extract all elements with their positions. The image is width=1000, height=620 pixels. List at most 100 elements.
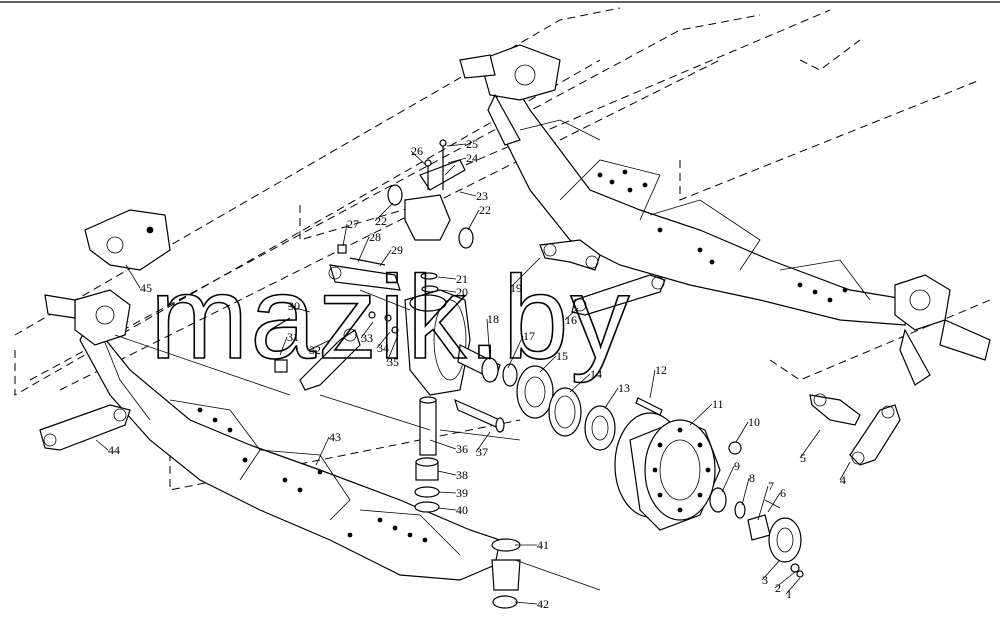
callout-label-44: 44 [108,443,120,457]
callout-label-2: 2 [775,581,781,595]
callout-leader-37 [475,431,491,453]
callout-label-31: 31 [287,330,299,344]
callout-label-21: 21 [456,272,468,286]
callout-leader-44 [95,439,109,451]
callout-label-17: 17 [523,329,535,343]
callout-label-11: 11 [712,397,724,411]
callout-leader-6 [767,492,781,513]
callout-label-8: 8 [749,471,755,485]
kingpin-36 [419,396,437,456]
callout-labels: 1234567891011121314151617181920212222232… [95,137,851,611]
tie-rod-29 [328,257,401,291]
callout-label-36: 36 [456,442,468,456]
callout-label-33: 33 [361,331,373,345]
callout-leader-29 [379,249,392,267]
callout-label-29: 29 [391,243,403,257]
callout-leader-34 [376,331,391,349]
callout-leader-26 [410,150,429,168]
callout-leader-1 [785,577,801,595]
callout-leader-22 [467,209,480,231]
callout-leader-33 [360,321,374,339]
callout-leader-40 [437,507,457,511]
callout-leader-30 [287,305,311,313]
assembly-guide-lines [114,289,601,591]
callout-leader-8 [741,477,750,506]
callout-label-30: 30 [288,299,300,313]
pad-41-42 [491,538,521,609]
callout-label-15: 15 [556,349,568,363]
arm-4 [849,404,901,466]
rear-axle-bolt-holes [597,169,848,303]
callout-leader-25 [446,143,467,147]
callout-label-10: 10 [748,415,760,429]
callout-leader-3 [761,559,781,581]
callout-label-28: 28 [369,230,381,244]
callout-leader-23 [459,191,477,197]
rear-left-knuckle [459,44,561,146]
callout-leader-16 [564,307,579,321]
callout-leader-24 [447,157,467,164]
callout-leader-39 [437,491,457,494]
callout-label-9: 9 [734,459,740,473]
watermark: mazik.by [150,252,632,384]
callout-label-42: 42 [537,597,549,611]
callout-leader-45 [125,264,141,289]
steering-knuckle-assembly [404,289,501,396]
callout-label-43: 43 [329,430,341,444]
callout-label-19: 19 [510,281,522,295]
callout-leader-19 [509,257,541,289]
shaft-37 [454,398,505,433]
bushings-38-40 [414,457,440,513]
callout-label-34: 34 [377,341,389,355]
callout-leader-4 [839,461,851,481]
callout-leader-11 [689,403,713,426]
callout-label-18: 18 [487,312,499,326]
callout-leader-36 [429,439,457,450]
callout-leader-15 [539,355,557,373]
arm-5 [809,393,861,426]
callout-leader-2 [774,571,796,589]
callout-label-16: 16 [565,313,577,327]
rear-axle-beam [494,58,911,326]
callout-leader-31 [279,336,288,356]
arm-32 [299,328,361,391]
callout-label-27: 27 [347,217,359,231]
small-parts-27-35 [269,244,439,373]
arm-16 [571,274,666,316]
bearing-stack [481,357,616,451]
wheel-hub-11 [614,412,721,531]
callout-leader-27 [342,223,348,247]
callout-label-13: 13 [618,381,630,395]
callout-label-32: 32 [309,343,321,357]
front-left-knuckle [44,289,131,346]
callout-leader-28 [357,236,370,263]
callout-leader-42 [514,601,538,605]
arm-44 [39,404,131,451]
callout-label-6: 6 [780,486,786,500]
callout-label-22: 22 [375,214,387,228]
callout-label-14: 14 [590,367,602,381]
callout-leader-38 [437,470,457,476]
callout-leader-43 [315,436,330,466]
callout-label-22: 22 [479,203,491,217]
callout-label-4: 4 [840,473,846,487]
callout-label-26: 26 [411,144,423,158]
callout-leader-12 [649,369,656,399]
callout-leader-18 [486,318,491,361]
front-axle-bolt-holes [197,407,428,543]
callout-leader-32 [308,339,331,351]
arm-19 [539,239,601,271]
callout-label-39: 39 [456,486,468,500]
callout-leader-14 [569,373,591,393]
callout-leader-7 [757,485,769,521]
callout-label-45: 45 [140,281,152,295]
callout-label-41: 41 [537,538,549,552]
callout-leader-20 [439,289,457,293]
callout-leader-35 [386,334,399,363]
callout-leader-13 [604,387,619,409]
callout-label-37: 37 [476,445,488,459]
callout-label-38: 38 [456,468,468,482]
callout-leader-9 [721,465,735,493]
